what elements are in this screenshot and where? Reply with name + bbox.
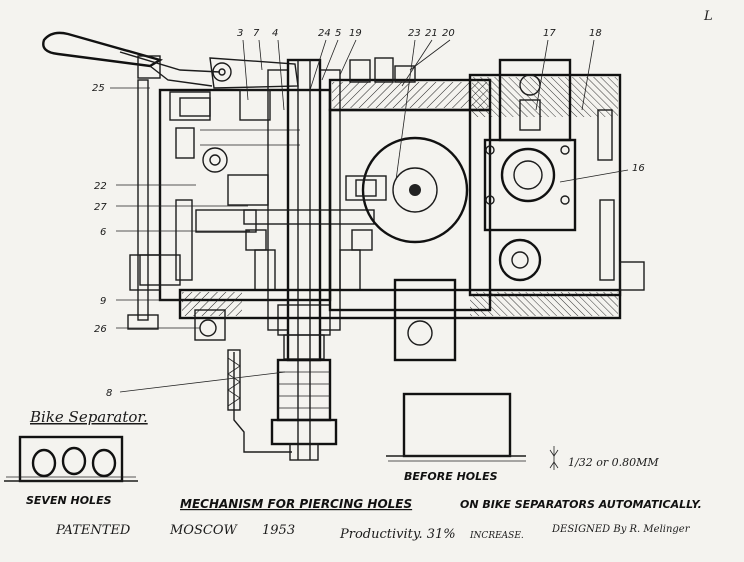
part-6: 6 xyxy=(100,227,106,238)
part-3: 3 xyxy=(237,28,243,39)
part-25: 25 xyxy=(92,83,105,94)
part-22: 22 xyxy=(94,181,107,192)
part-9: 9 xyxy=(100,296,106,307)
upper-right-block xyxy=(328,57,492,312)
inset-caption: SEVEN HOLES xyxy=(26,494,112,507)
part-27: 27 xyxy=(94,202,107,213)
designer-label: DESIGNED By R. Melinger xyxy=(551,524,691,535)
increase-label: INCREASE. xyxy=(469,531,524,541)
city-label: MOSCOW xyxy=(169,523,238,538)
dimension-label: 1/32 or 0.80MM xyxy=(568,456,659,469)
year-label: 1953 xyxy=(262,523,295,538)
part-18: 18 xyxy=(589,28,602,39)
part-21: 21 xyxy=(425,28,438,39)
before-holes-label: BEFORE HOLES xyxy=(404,470,498,483)
left-frame-section xyxy=(139,88,332,302)
patented-label: PATENTED xyxy=(55,523,131,538)
part-24: 24 xyxy=(318,28,331,39)
punch-spindle xyxy=(243,58,375,460)
part-26: 26 xyxy=(94,324,107,335)
part-4: 4 xyxy=(272,28,278,39)
part-7: 7 xyxy=(253,28,260,39)
title-block: MECHANISM FOR PIERCING HOLES ON BIKE SEP… xyxy=(55,497,702,542)
leader-lines xyxy=(110,39,629,393)
part-5: 5 xyxy=(335,28,341,39)
corner-mark: L xyxy=(703,9,713,24)
part-8: 8 xyxy=(106,388,112,399)
bike-separator-inset: Bike Separator. SEVEN HOLES xyxy=(4,408,148,507)
hole-2 xyxy=(61,446,87,476)
part-number-labels: 3 7 4 24 5 19 23 21 20 17 18 25 16 22 27… xyxy=(92,28,645,399)
part-17: 17 xyxy=(543,28,556,39)
part-23: 23 xyxy=(408,28,421,39)
productivity-label: Productivity. 31% xyxy=(339,527,456,542)
right-housing xyxy=(468,58,622,297)
guide-rod xyxy=(127,79,159,330)
mechanism-suffix: ON BIKE SEPARATORS AUTOMATICALLY. xyxy=(460,498,702,511)
part-16: 16 xyxy=(632,163,645,174)
hole-1 xyxy=(31,448,57,478)
part-19: 19 xyxy=(349,28,362,39)
part-20: 20 xyxy=(442,28,455,39)
cam-disc xyxy=(345,136,469,244)
base-plate xyxy=(129,254,645,362)
inset-title: Bike Separator. xyxy=(29,408,148,426)
before-holes-part: BEFORE HOLES 1/32 or 0.80MM xyxy=(386,392,659,483)
lower-die-assembly xyxy=(227,349,338,461)
operating-lever xyxy=(42,31,299,89)
mechanism-title: MECHANISM FOR PIERCING HOLES xyxy=(180,497,412,511)
hole-3 xyxy=(91,448,117,478)
